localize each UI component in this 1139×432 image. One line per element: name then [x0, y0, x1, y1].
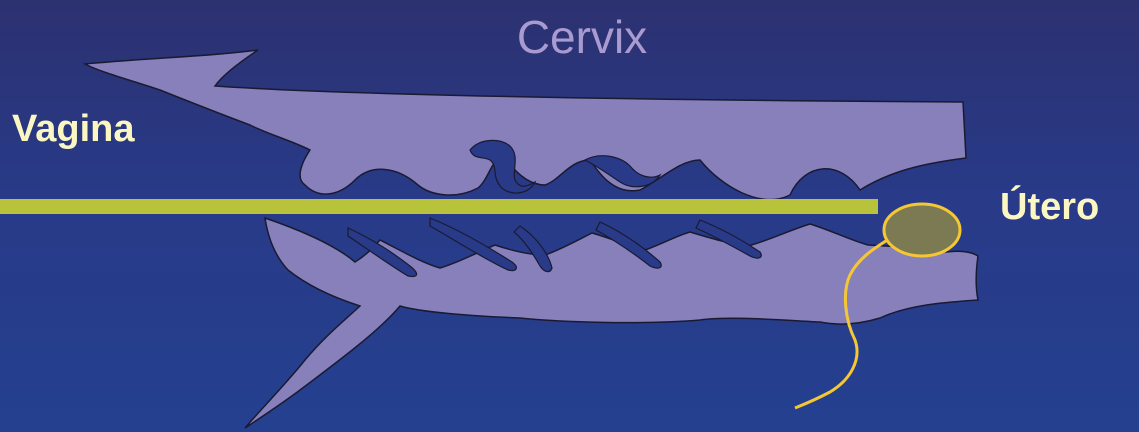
- catheter: [0, 199, 878, 214]
- uterus-label: Útero: [1000, 186, 1099, 229]
- vagina-label: Vagina: [12, 108, 135, 151]
- embryo: [884, 204, 960, 256]
- lower-cervical-tissue: [245, 218, 978, 428]
- upper-cervical-tissue: [85, 50, 966, 200]
